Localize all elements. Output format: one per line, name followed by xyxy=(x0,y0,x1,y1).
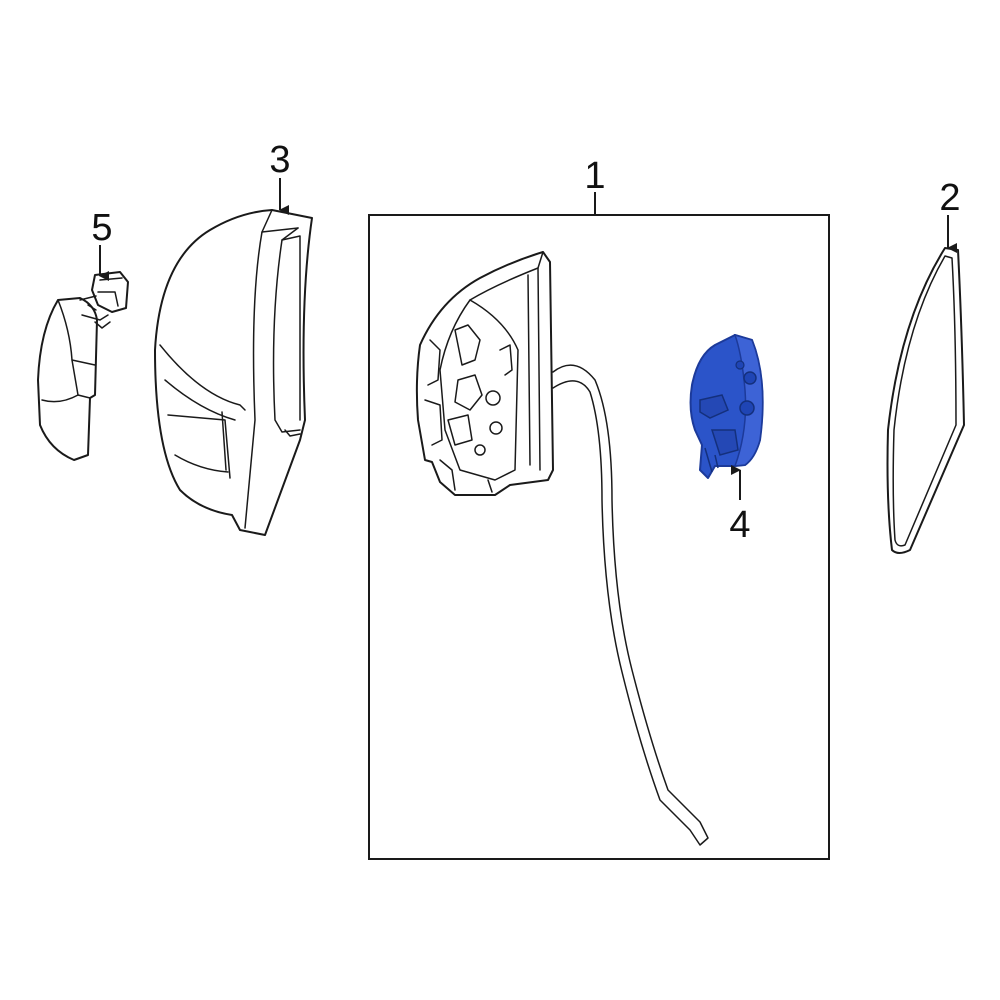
assembly-box xyxy=(368,214,830,860)
mirror-cover-part[interactable] xyxy=(154,209,313,536)
mirror-glass-part[interactable] xyxy=(886,247,965,554)
turn-signal-lamp-part[interactable] xyxy=(37,271,129,461)
mirror-actuator-part[interactable] xyxy=(689,333,764,479)
callout-5[interactable]: 5 xyxy=(91,207,112,249)
callout-2[interactable]: 2 xyxy=(939,177,960,219)
callout-4[interactable]: 4 xyxy=(729,504,750,546)
callout-leaders xyxy=(99,178,957,500)
callout-1[interactable]: 1 xyxy=(584,155,605,197)
callout-3[interactable]: 3 xyxy=(269,139,290,181)
mirror-assembly-part[interactable] xyxy=(415,251,709,846)
